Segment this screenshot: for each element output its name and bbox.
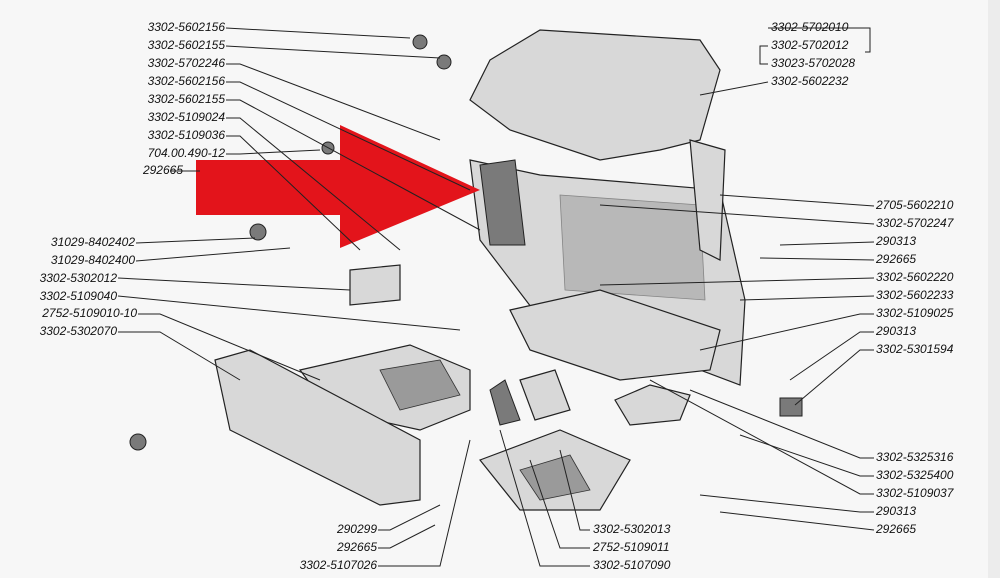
part-label: 3302-5325316: [876, 450, 954, 464]
part-label: 3302-5602155: [148, 92, 226, 106]
part-label: 31029-8402400: [51, 253, 135, 267]
rear-panel-ribs: [559, 194, 706, 301]
roof-headliner: [469, 29, 721, 161]
clip-fastener: [412, 34, 428, 50]
clip-fastener: [249, 223, 267, 241]
part-label: 3302-5107026: [300, 558, 378, 572]
part-label: 2752-5109010-10: [41, 306, 137, 320]
side-trim: [479, 159, 526, 246]
part-label: 290313: [875, 234, 916, 248]
part-label: 33023-5702028: [771, 56, 855, 70]
floor-center: [509, 289, 721, 381]
part-label: 290313: [875, 324, 916, 338]
part-label: 3302-5602232: [771, 74, 849, 88]
part-label: 3302-5109025: [876, 306, 954, 320]
part-label: 290299: [336, 522, 377, 536]
part-label: 3302-5702246: [148, 56, 226, 70]
switch-block: [779, 397, 803, 417]
floor-left-hatch: [379, 359, 461, 411]
bottom-right-labels: 3302-5302013 2752-5109011 3302-5107090: [592, 522, 671, 572]
part-label: 3302-5109040: [40, 289, 118, 303]
left-mid-labels: 31029-8402402 31029-8402400 3302-5302012…: [40, 235, 138, 338]
part-label: 3302-5702247: [876, 216, 955, 230]
part-label: 3302-5302012: [40, 271, 118, 285]
part-label: 3302-5109024: [148, 110, 226, 124]
part-label: 3302-5325400: [876, 468, 954, 482]
edge-strip: [988, 0, 1000, 578]
part-label: 3302-5702010: [771, 20, 849, 34]
part-label: 3302-5702012: [771, 38, 849, 52]
right-bottom-labels: 3302-5325316 3302-5325400 3302-5109037 2…: [875, 450, 955, 536]
leader-lines: [117, 27, 875, 567]
right-labels: 2705-5602210 3302-5702247 290313 292665 …: [875, 198, 955, 356]
part-label: 3302-5302070: [40, 324, 118, 338]
gear-boot: [489, 379, 521, 426]
part-label: 3302-5602156: [148, 74, 226, 88]
part-label: 3302-5602220: [876, 270, 954, 284]
rear-pillar-trim: [689, 139, 726, 261]
part-label: 2752-5109011: [592, 540, 670, 554]
part-label: 3302-5602156: [148, 20, 226, 34]
left-top-labels: 3302-5602156 3302-5602155 3302-5702246 3…: [142, 20, 225, 177]
clip-fastener: [436, 54, 452, 70]
step-bracket: [519, 369, 571, 421]
footrest-pad: [614, 384, 691, 426]
part-label: 3302-5109036: [148, 128, 226, 142]
part-label: 292665: [336, 540, 377, 554]
part-label: 3302-5109037: [876, 486, 955, 500]
part-label: 292665: [875, 252, 916, 266]
cab-parts-drawing: [129, 29, 803, 511]
part-label: 3302-5301594: [876, 342, 954, 356]
bottom-left-labels: 290299 292665 3302-5107026: [300, 522, 378, 572]
part-label: 3302-5602233: [876, 288, 954, 302]
part-label: 3302-5107090: [593, 558, 671, 572]
part-label: 290313: [875, 504, 916, 518]
top-right-labels: 3302-5702010 3302-5702012 33023-5702028 …: [771, 20, 855, 88]
part-label: 704.00.490-12: [148, 146, 226, 160]
clip-fastener: [129, 433, 147, 451]
red-arrow-marker: [196, 125, 480, 248]
part-label: 3302-5602155: [148, 38, 226, 52]
part-label: 292665: [875, 522, 916, 536]
floor-right-hatch: [519, 454, 591, 501]
part-label: 2705-5602210: [875, 198, 954, 212]
part-label: 292665: [142, 163, 183, 177]
tunnel-cover: [214, 349, 421, 506]
small-bracket: [349, 264, 401, 306]
part-label: 31029-8402402: [51, 235, 135, 249]
part-label: 3302-5302013: [593, 522, 671, 536]
